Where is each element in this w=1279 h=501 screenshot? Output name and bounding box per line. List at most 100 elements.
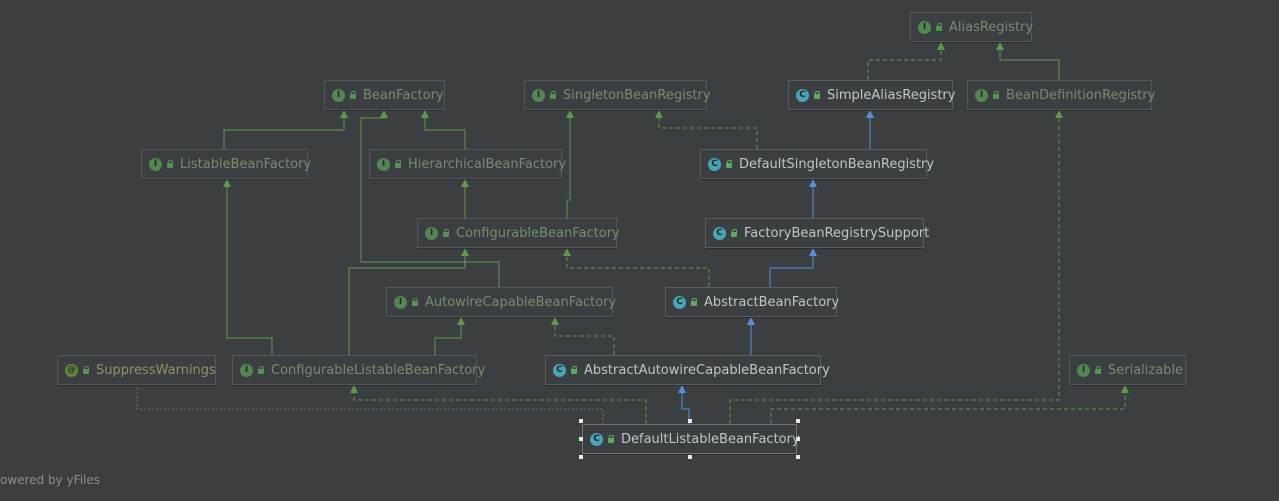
node-Serializable[interactable]: I Serializable xyxy=(1069,355,1186,385)
edge-ListableBeanFactory-to-BeanFactory xyxy=(223,110,348,149)
arrowhead xyxy=(551,317,559,325)
class-badge-icon: C xyxy=(673,295,686,309)
arrowhead xyxy=(655,110,663,118)
edge-AbstractBeanFactory-to-ConfigurableBeanFactory xyxy=(563,248,710,287)
selection-handle[interactable] xyxy=(579,455,583,459)
selection-handle[interactable] xyxy=(687,419,692,423)
selection-handle[interactable] xyxy=(796,419,800,423)
edge-DefaultListableBeanFactory-to-Serializable xyxy=(770,385,1129,424)
edge-FactoryBeanRegistrySupport-to-DefaultSingletonBeanRegistry xyxy=(809,179,817,218)
node-label: DefaultSingletonBeanRegistry xyxy=(739,156,935,172)
public-lock-icon xyxy=(549,91,557,99)
node-label: AbstractAutowireCapableBeanFactory xyxy=(584,362,830,378)
edge-HierarchicalBeanFactory-to-BeanFactory xyxy=(421,110,466,149)
arrowhead xyxy=(866,110,874,118)
annotation-badge-icon: @ xyxy=(65,363,78,377)
arrowhead xyxy=(563,248,571,256)
node-label: BeanDefinitionRegistry xyxy=(1006,87,1156,103)
public-lock-icon xyxy=(411,298,419,306)
node-label: ConfigurableBeanFactory xyxy=(456,225,620,241)
powered-by-footer: owered by yFiles xyxy=(0,473,100,487)
arrowhead xyxy=(350,385,358,393)
node-AbstractBeanFactory[interactable]: C AbstractBeanFactory xyxy=(665,287,840,317)
interface-badge-icon: I xyxy=(394,295,407,309)
selection-handle[interactable] xyxy=(579,437,583,441)
node-label: Serializable xyxy=(1108,362,1184,378)
interface-badge-icon: I xyxy=(377,157,390,171)
arrowhead xyxy=(809,248,817,256)
node-ListableBeanFactory[interactable]: I ListableBeanFactory xyxy=(141,149,312,179)
public-lock-icon xyxy=(257,366,265,374)
edge-ConfigurableListableBeanFactory-to-ListableBeanFactory xyxy=(223,179,273,355)
class-badge-icon: C xyxy=(590,432,603,446)
edge-AbstractAutowireCapableBeanFactory-to-AutowireCapableBeanFactory xyxy=(551,317,615,355)
edge-DefaultListableBeanFactory-to-AbstractAutowireCapableBeanFactory xyxy=(678,385,690,424)
node-BeanDefinitionRegistry[interactable]: I BeanDefinitionRegistry xyxy=(967,80,1156,110)
node-ConfigurableListableBeanFactory[interactable]: I ConfigurableListableBeanFactory xyxy=(232,355,485,385)
edge-BeanDefinitionRegistry-to-AliasRegistry xyxy=(996,42,1060,80)
edge-ConfigurableBeanFactory-to-HierarchicalBeanFactory xyxy=(461,179,469,218)
public-lock-icon xyxy=(570,366,578,374)
interface-badge-icon: I xyxy=(240,363,253,377)
edge-AbstractBeanFactory-to-FactoryBeanRegistrySupport xyxy=(769,248,817,287)
public-lock-icon xyxy=(725,160,733,168)
public-lock-icon xyxy=(349,91,357,99)
public-lock-icon xyxy=(442,229,450,237)
node-label: ListableBeanFactory xyxy=(180,156,312,172)
arrowhead xyxy=(223,179,231,187)
class-badge-icon: C xyxy=(553,363,566,377)
arrowhead xyxy=(809,179,817,187)
class-badge-icon: C xyxy=(713,226,726,240)
arrowhead xyxy=(380,110,388,118)
node-DefaultSingletonBeanRegistry[interactable]: C DefaultSingletonBeanRegistry xyxy=(700,149,934,179)
edge-SimpleAliasRegistry-to-AliasRegistry xyxy=(867,42,945,80)
interface-badge-icon: I xyxy=(149,157,162,171)
arrowhead xyxy=(996,42,1004,50)
edge-DefaultListableBeanFactory-to-ConfigurableListableBeanFactory xyxy=(350,385,647,424)
node-SuppressWarnings[interactable]: @ SuppressWarnings xyxy=(57,355,216,385)
arrowhead xyxy=(461,179,469,187)
arrowhead xyxy=(457,317,465,325)
selection-handle[interactable] xyxy=(796,455,800,459)
public-lock-icon xyxy=(394,160,402,168)
edge-AutowireCapableBeanFactory-to-BeanFactory xyxy=(360,110,500,287)
selection-handle[interactable] xyxy=(796,437,800,441)
node-label: AbstractBeanFactory xyxy=(704,294,840,310)
node-label: ConfigurableListableBeanFactory xyxy=(271,362,486,378)
edge-DefaultSingletonBeanRegistry-to-SingletonBeanRegistry xyxy=(655,110,758,149)
arrowhead xyxy=(937,42,945,50)
edge-DefaultListableBeanFactory-to-BeanDefinitionRegistry xyxy=(729,110,1063,424)
arrowhead xyxy=(421,110,429,118)
class-badge-icon: C xyxy=(708,157,721,171)
public-lock-icon xyxy=(813,91,821,99)
selection-handle[interactable] xyxy=(579,419,583,423)
node-label: BeanFactory xyxy=(363,87,444,103)
node-AliasRegistry[interactable]: I AliasRegistry xyxy=(910,12,1034,42)
public-lock-icon xyxy=(935,23,943,31)
public-lock-icon xyxy=(992,91,1000,99)
interface-badge-icon: I xyxy=(918,20,931,34)
interface-badge-icon: I xyxy=(1077,363,1090,377)
public-lock-icon xyxy=(166,160,174,168)
public-lock-icon xyxy=(1094,366,1102,374)
public-lock-icon xyxy=(607,435,615,443)
edge-DefaultSingletonBeanRegistry-to-SimpleAliasRegistry xyxy=(866,110,874,149)
node-label: SuppressWarnings xyxy=(96,362,216,378)
arrowhead xyxy=(340,110,348,118)
interface-badge-icon: I xyxy=(975,88,988,102)
selection-handle[interactable] xyxy=(687,455,692,459)
node-AbstractAutowireCapableBeanFactory[interactable]: C AbstractAutowireCapableBeanFactory xyxy=(545,355,830,385)
arrowhead xyxy=(1055,110,1063,118)
node-label: AliasRegistry xyxy=(949,19,1034,35)
edge-ConfigurableBeanFactory-to-SingletonBeanRegistry xyxy=(566,110,574,218)
